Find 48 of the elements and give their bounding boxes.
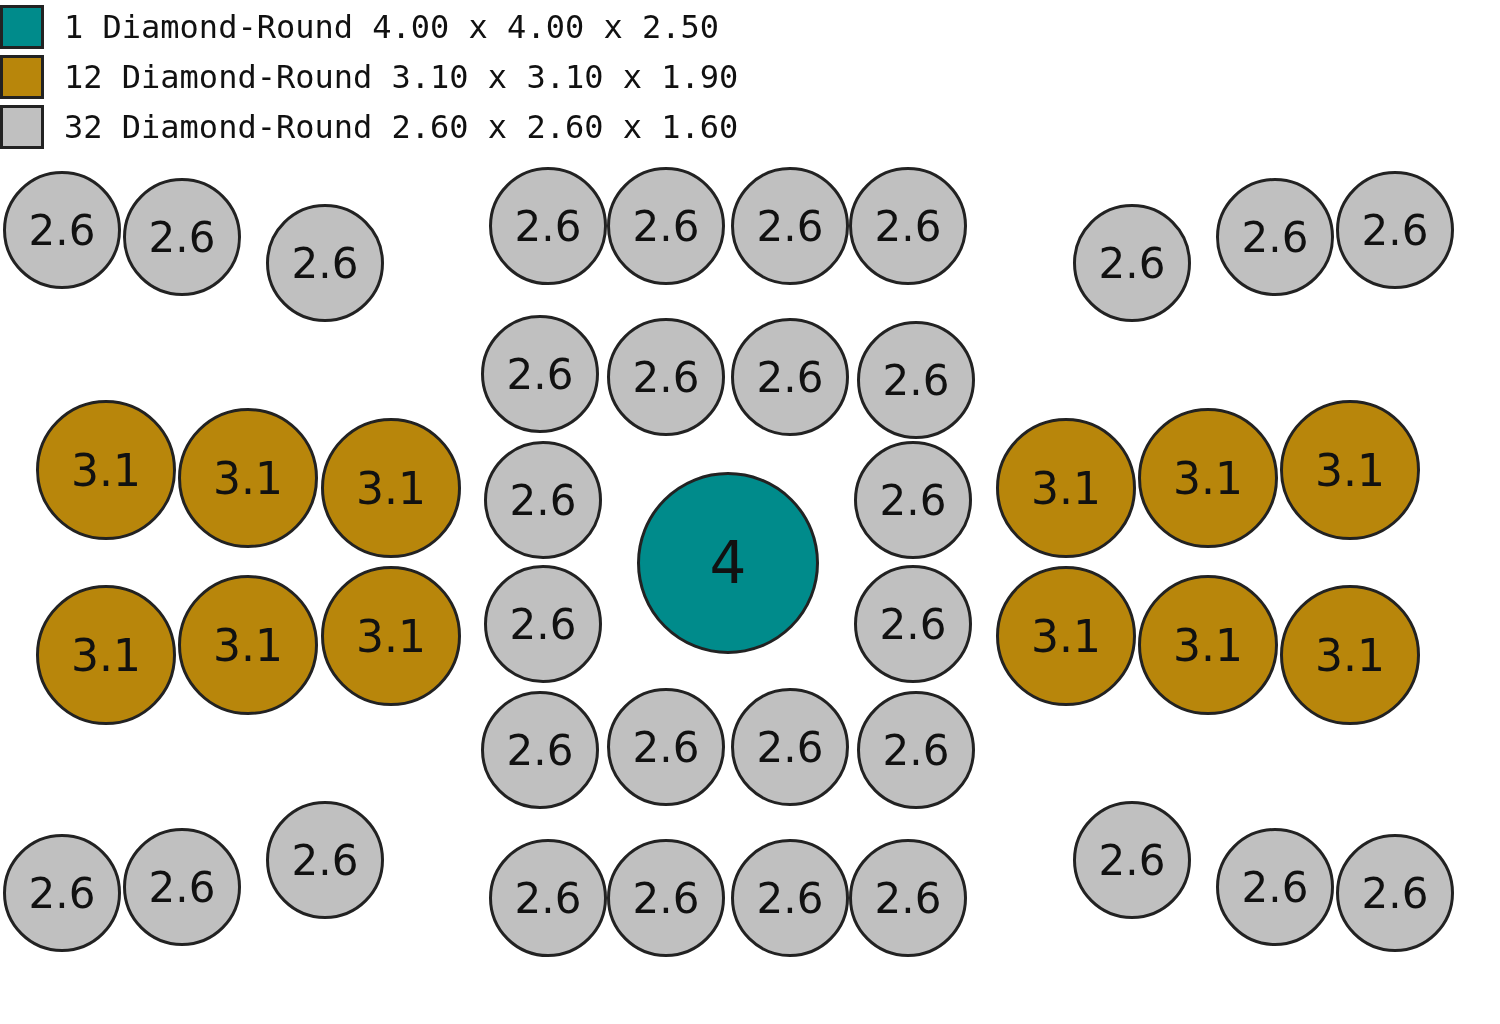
size-label: 2.6 [506, 725, 574, 775]
size-label: 3.1 [213, 452, 283, 504]
size-label: 2.6 [514, 873, 582, 923]
size-label: 2.6 [509, 599, 577, 649]
size-label: 3.1 [1173, 619, 1243, 671]
size-label: 3.1 [356, 462, 426, 514]
size-label: 2.6 [874, 201, 942, 251]
size-label: 2.6 [879, 599, 947, 649]
size-label: 3.1 [1173, 452, 1243, 504]
size-label: 2.6 [28, 205, 96, 255]
size-label: 2.6 [1241, 862, 1309, 912]
size-label: 3.1 [1031, 462, 1101, 514]
size-label: 3.1 [1031, 610, 1101, 662]
size-label: 3.1 [71, 444, 141, 496]
legend-text: 12 Diamond-Round 3.10 x 3.10 x 1.90 [64, 57, 739, 98]
legend-text: 1 Diamond-Round 4.00 x 4.00 x 2.50 [64, 7, 720, 48]
size-label: 3.1 [1315, 629, 1385, 681]
size-label: 2.6 [756, 201, 824, 251]
size-label: 2.6 [28, 868, 96, 918]
size-label: 2.6 [148, 862, 216, 912]
size-label: 2.6 [506, 349, 574, 399]
size-label: 2.6 [291, 835, 359, 885]
size-label: 4 [709, 529, 747, 597]
size-label: 2.6 [632, 873, 700, 923]
size-label: 2.6 [1361, 868, 1429, 918]
size-label: 2.6 [1098, 835, 1166, 885]
size-label: 3.1 [71, 629, 141, 681]
size-label: 2.6 [879, 475, 947, 525]
size-label: 3.1 [1315, 444, 1385, 496]
size-label: 2.6 [632, 352, 700, 402]
size-label: 3.1 [213, 619, 283, 671]
legend-text: 32 Diamond-Round 2.60 x 2.60 x 1.60 [64, 107, 739, 148]
size-label: 2.6 [1241, 212, 1309, 262]
size-label: 2.6 [509, 475, 577, 525]
size-label: 2.6 [632, 201, 700, 251]
size-label: 2.6 [148, 212, 216, 262]
size-label: 2.6 [882, 725, 950, 775]
size-label: 2.6 [756, 352, 824, 402]
size-label: 2.6 [882, 355, 950, 405]
size-label: 2.6 [514, 201, 582, 251]
size-label: 2.6 [756, 722, 824, 772]
size-label: 2.6 [1361, 205, 1429, 255]
size-label: 2.6 [291, 238, 359, 288]
size-label: 2.6 [1098, 238, 1166, 288]
size-label: 2.6 [632, 722, 700, 772]
size-label: 2.6 [874, 873, 942, 923]
size-label: 2.6 [756, 873, 824, 923]
size-label: 3.1 [356, 610, 426, 662]
